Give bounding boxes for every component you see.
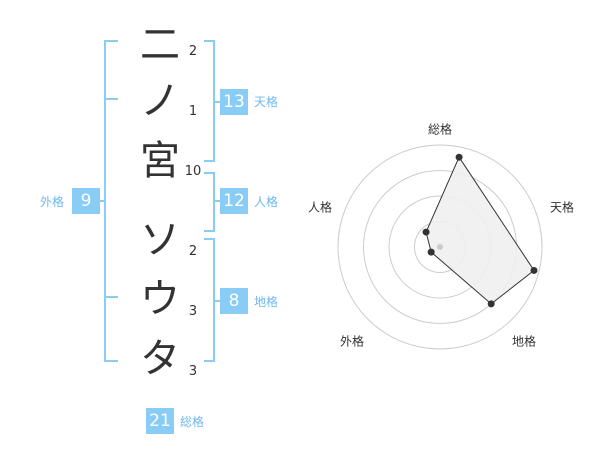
- stroke-count: 2: [188, 44, 198, 59]
- soukaku-label: 総格: [180, 415, 205, 429]
- stroke-count: 2: [188, 244, 198, 259]
- jinkaku-value-badge: 12: [220, 188, 248, 214]
- jinkaku-connector: [213, 200, 220, 202]
- radar-data-polygon: [425, 156, 535, 305]
- radar-point-1: [530, 266, 538, 274]
- stroke-count: 3: [188, 304, 198, 319]
- radar-axis-label-2: 地格: [512, 334, 536, 349]
- name-char: 二: [140, 22, 180, 68]
- name-char: ウ: [140, 276, 180, 322]
- radar-center-dot: [437, 244, 443, 250]
- radar-point-2: [487, 300, 495, 308]
- tenkaku-label: 天格: [254, 95, 279, 109]
- gaikaku-label: 外格: [40, 195, 65, 209]
- stroke-count: 10: [184, 164, 202, 179]
- radar-point-0: [455, 153, 463, 161]
- radar-point-4: [422, 228, 430, 236]
- jinkaku-bracket: [204, 172, 215, 232]
- radar-axis-label-0: 総格: [428, 122, 452, 137]
- radar-axis-label-4: 人格: [308, 200, 332, 215]
- tenkaku-connector: [213, 101, 220, 103]
- gaikaku-connector: [99, 200, 106, 202]
- gaikaku-bracket-tick: [106, 98, 118, 100]
- radar-axis-label-3: 外格: [340, 334, 364, 349]
- gaikaku-value-badge: 9: [72, 188, 100, 214]
- gaikaku-bracket-tick: [106, 296, 118, 298]
- tenkaku-value-badge: 13: [220, 89, 248, 115]
- radar-point-3: [427, 248, 435, 256]
- name-char: ソ: [140, 217, 180, 263]
- chikaku-label: 地格: [254, 295, 279, 309]
- chikaku-connector: [213, 300, 220, 302]
- radar-grid-ring: [337, 144, 543, 350]
- name-char: 宮: [140, 138, 180, 184]
- soukaku-value-badge: 21: [146, 408, 174, 434]
- name-char: タ: [140, 336, 180, 382]
- stroke-count: 1: [188, 104, 198, 119]
- gaikaku-bracket: [104, 40, 118, 362]
- jinkaku-label: 人格: [254, 195, 279, 209]
- chikaku-value-badge: 8: [220, 288, 248, 314]
- stroke-count: 3: [188, 364, 198, 379]
- radar-axis-label-1: 天格: [550, 200, 574, 215]
- name-char: ノ: [140, 78, 180, 124]
